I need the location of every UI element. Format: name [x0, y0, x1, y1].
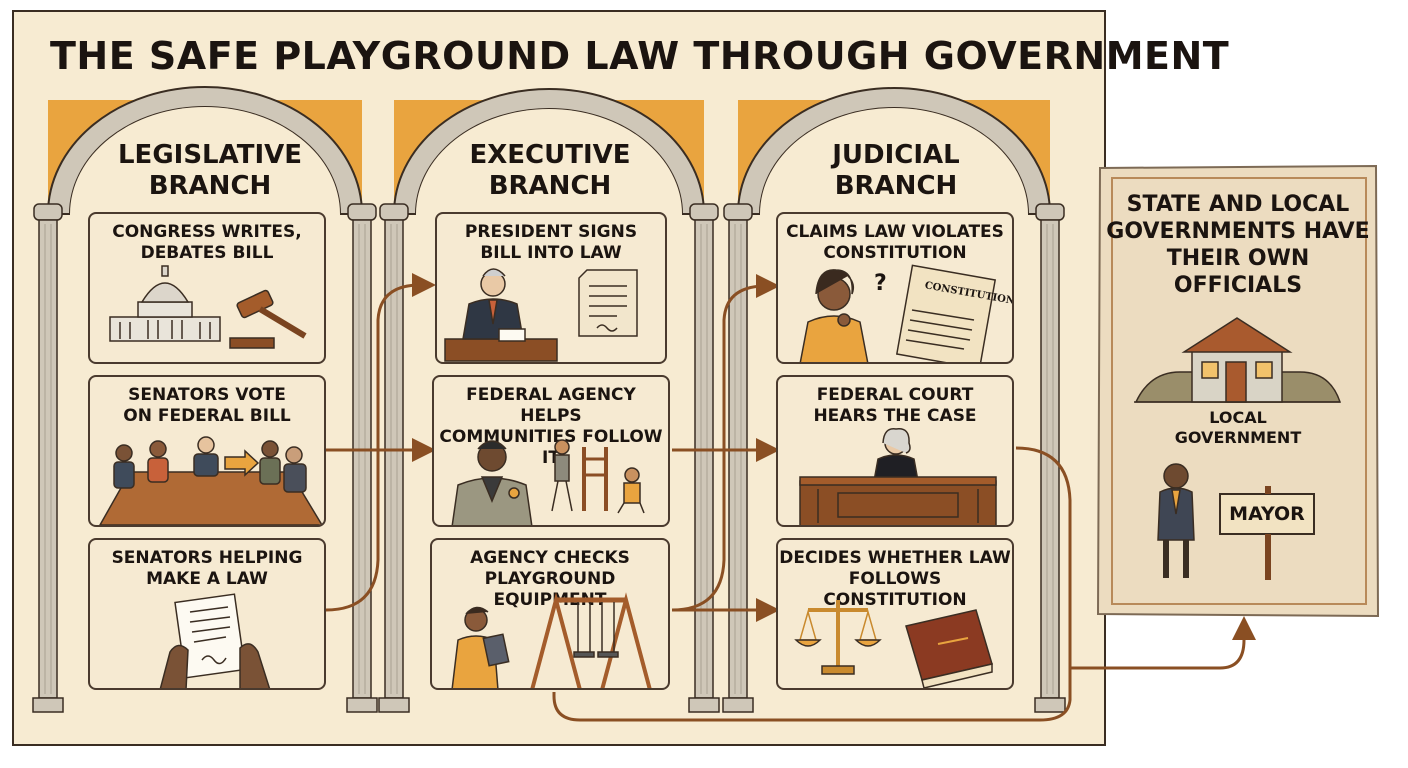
column-capital	[379, 203, 409, 221]
card-label: SENATORS VOTE ON FEDERAL BILL	[123, 385, 291, 426]
card-label: FEDERAL COURT HEARS THE CASE	[813, 385, 977, 426]
local-government-label: LOCAL GOVERNMENT	[1174, 408, 1302, 447]
column-shaft	[352, 219, 372, 699]
scales-book-icon	[794, 600, 993, 688]
flow-arrow	[671, 274, 780, 612]
card-federal-court: FEDERAL COURT HEARS THE CASE	[776, 375, 1014, 527]
local-heading: STATE AND LOCAL GOVERNMENTS HAVE THEIR O…	[1106, 192, 1370, 298]
column-shaft	[38, 219, 58, 699]
mayor-sign: MAYOR	[1229, 503, 1305, 525]
column-shaft	[694, 219, 714, 699]
column-base	[32, 697, 64, 713]
column-base	[378, 697, 410, 713]
senators-meeting-icon	[99, 436, 323, 525]
card-agency-checks: AGENCY CHECKS PLAYGROUND EQUIPMENT	[430, 538, 670, 690]
flow-arrow	[325, 273, 436, 612]
card-label: SENATORS HELPING MAKE A LAW	[111, 548, 303, 589]
card-senators-helping: SENATORS HELPING MAKE A LAW	[88, 538, 326, 690]
card-congress-writes: CONGRESS WRITES, DEBATES BILL	[88, 212, 326, 364]
column-base	[346, 697, 378, 713]
column-base	[688, 697, 720, 713]
column-capital	[723, 203, 753, 221]
card-president-signs: PRESIDENT SIGNS BILL INTO LAW	[435, 212, 667, 364]
arrows-layer	[325, 273, 1256, 722]
president-signing-icon	[444, 268, 638, 362]
card-label: PRESIDENT SIGNS BILL INTO LAW	[464, 222, 638, 263]
executive-header: EXECUTIVE BRANCH	[469, 140, 631, 201]
card-federal-agency: FEDERAL AGENCY HELPS COMMUNITIES FOLLOW …	[432, 375, 670, 527]
hands-document-icon	[159, 593, 271, 688]
question-mark: ?	[874, 271, 887, 296]
card-claims-law: CLAIMS LAW VIOLATES CONSTITUTION ? CONST…	[776, 212, 1014, 364]
column-capital	[689, 203, 719, 221]
card-label: DECIDES WHETHER LAW FOLLOWS CONSTITUTION	[779, 548, 1011, 610]
flow-arrow	[1070, 616, 1256, 670]
column-capital	[347, 203, 377, 221]
page-title: THE SAFE PLAYGROUND LAW THROUGH GOVERNME…	[50, 34, 1230, 78]
card-label: CLAIMS LAW VIOLATES CONSTITUTION	[786, 222, 1004, 263]
column-shaft	[1040, 219, 1060, 699]
card-label: FEDERAL AGENCY HELPS COMMUNITIES FOLLOW …	[439, 385, 663, 468]
column-capital	[1035, 203, 1065, 221]
judicial-header: JUDICIAL BRANCH	[832, 140, 960, 201]
inspector-swingset-icon	[451, 592, 652, 688]
column-base	[1034, 697, 1066, 713]
column-capital	[33, 203, 63, 221]
flow-arrow	[552, 446, 1072, 722]
citizen-constitution-icon: ? CONSTITUTION	[799, 264, 1012, 362]
agency-officer-icon	[451, 439, 645, 525]
card-label: AGENCY CHECKS PLAYGROUND EQUIPMENT	[470, 548, 630, 610]
capitol-gavel-icon	[109, 265, 307, 349]
judge-bench-icon	[799, 428, 997, 525]
card-label: CONGRESS WRITES, DEBATES BILL	[112, 222, 302, 263]
column-base	[722, 697, 754, 713]
card-decides-law: DECIDES WHETHER LAW FOLLOWS CONSTITUTION	[776, 538, 1014, 690]
card-senators-vote: SENATORS VOTE ON FEDERAL BILL	[88, 375, 326, 527]
legislative-header: LEGISLATIVE BRANCH	[117, 140, 303, 201]
